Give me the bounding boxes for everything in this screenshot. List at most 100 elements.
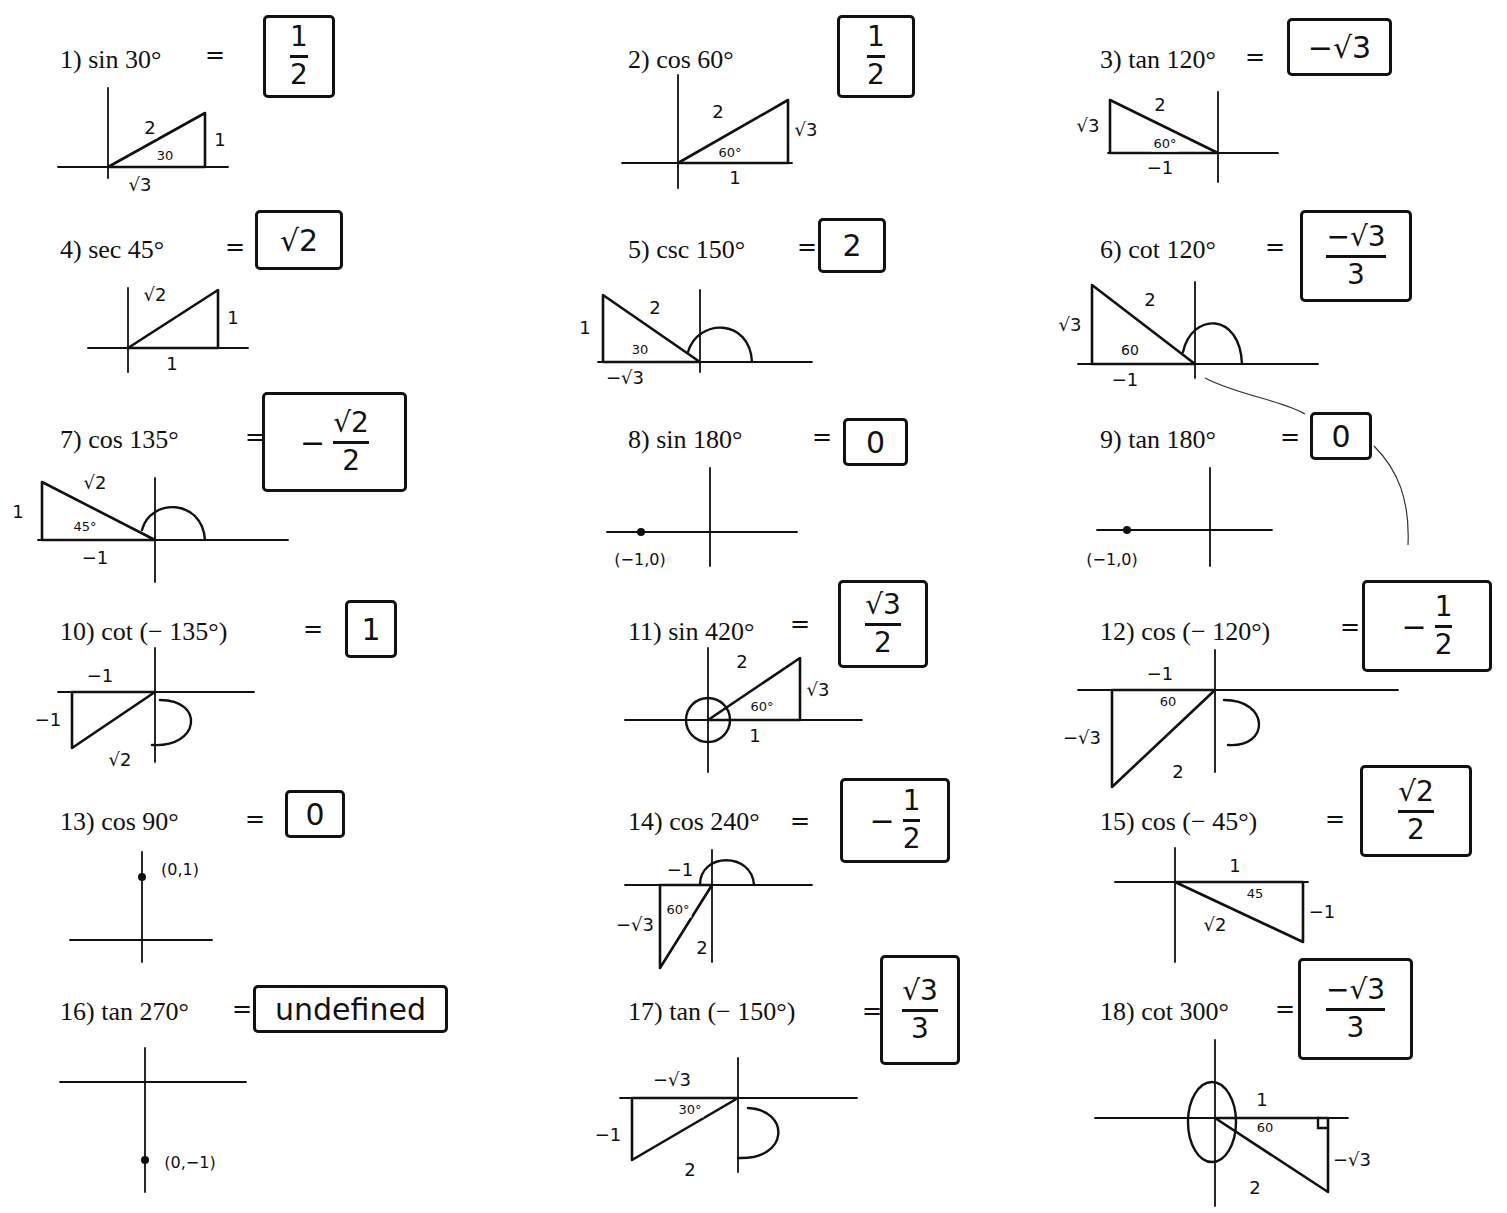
reference-triangle	[708, 658, 800, 720]
answer-box: √32	[838, 580, 928, 668]
answer-text: −	[870, 804, 895, 837]
side-label: 1	[225, 308, 240, 329]
answer-text: √3	[865, 590, 901, 621]
side-label: √2	[107, 750, 134, 771]
answer-text: 3	[911, 1014, 929, 1045]
side-label: 2	[142, 118, 157, 139]
problem-prompt: 3) tan 120°	[1100, 45, 1216, 75]
equals-sign: =	[232, 996, 252, 1024]
answer-text: −	[1402, 610, 1427, 643]
axes	[625, 648, 862, 772]
side-label: 1	[212, 130, 227, 151]
side-label: 2	[710, 102, 725, 123]
answer-text: 1	[1435, 592, 1453, 623]
axes	[622, 75, 792, 188]
side-label: 60°	[664, 903, 691, 918]
signed-fraction: −√22	[300, 408, 369, 477]
rotation-circle	[686, 698, 730, 742]
answer-box: 0	[843, 418, 908, 466]
answer-text: 2	[1435, 630, 1453, 661]
answer-text: −	[300, 426, 325, 459]
answer-box: √22	[1360, 765, 1472, 857]
side-label: −√3	[1331, 1150, 1373, 1171]
side-label: −√3	[614, 915, 656, 936]
side-label: 45	[1245, 887, 1266, 902]
problem-prompt: 15) cos (− 45°)	[1100, 807, 1257, 837]
angle-arc	[700, 860, 754, 885]
side-label: −1	[1145, 664, 1176, 685]
answer-text: 1	[903, 786, 921, 817]
axes	[38, 478, 288, 582]
side-label: −√3	[651, 1070, 693, 1091]
problem-prompt: 17) tan (− 150°)	[628, 997, 795, 1027]
axes	[1115, 848, 1308, 962]
answer-text: 3	[1347, 260, 1365, 291]
side-label: √3	[1075, 116, 1102, 137]
fraction: 12	[290, 22, 308, 91]
equals-sign: =	[1280, 424, 1300, 452]
fraction-bar	[865, 623, 901, 626]
side-label: 60	[1119, 342, 1141, 358]
angle-arc	[1224, 700, 1259, 745]
answer-text: 2	[842, 229, 861, 262]
answer-text: undefined	[275, 993, 426, 1026]
reference-triangle	[1175, 882, 1303, 942]
side-label: −√3	[604, 368, 646, 389]
answer-text: 1	[867, 22, 885, 53]
side-label: 2	[1152, 95, 1167, 116]
side-label: 2	[1170, 762, 1185, 783]
side-label: 60	[1255, 1121, 1276, 1136]
fraction-bar	[902, 1009, 938, 1012]
equals-sign: =	[812, 424, 832, 452]
side-label: −1	[80, 548, 111, 569]
point-group	[138, 526, 1131, 1164]
problem-prompt: 1) sin 30°	[60, 45, 161, 75]
reference-triangle	[660, 885, 712, 968]
problem-prompt: 6) cot 120°	[1100, 235, 1216, 265]
angle-arc	[738, 1108, 778, 1158]
equals-sign: =	[1265, 234, 1285, 262]
side-label: −1	[665, 860, 696, 881]
fraction: 12	[903, 786, 921, 855]
stray-mark-group	[1205, 378, 1408, 545]
fraction-bar	[333, 441, 369, 444]
equals-sign: =	[1245, 44, 1265, 72]
answer-box: −√33	[1300, 210, 1412, 302]
side-label: 1	[1254, 1090, 1269, 1111]
point-dot	[141, 1156, 149, 1164]
side-label: 2	[647, 298, 662, 319]
side-label: 2	[682, 1160, 697, 1181]
answer-text: 2	[1407, 815, 1425, 846]
side-label: 1	[577, 318, 592, 339]
axes	[1108, 92, 1278, 182]
answer-text: 2	[874, 628, 892, 659]
equals-sign: =	[225, 234, 245, 262]
reference-triangle	[108, 113, 205, 167]
side-label: √3	[793, 120, 820, 141]
side-label: √3	[127, 175, 154, 196]
answer-text: √3	[902, 976, 938, 1007]
answer-text: 3	[1347, 1013, 1365, 1044]
answer-text: −√3	[1308, 31, 1371, 64]
rotation-circle	[1188, 1082, 1236, 1162]
side-label: √2	[1202, 915, 1229, 936]
problem-prompt: 2) cos 60°	[628, 45, 734, 75]
fraction: √22	[333, 408, 369, 477]
axes	[60, 1048, 246, 1192]
fraction-bar	[1435, 625, 1453, 628]
reference-triangle	[678, 100, 788, 163]
side-label: 1	[1227, 856, 1242, 877]
problem-prompt: 12) cos (− 120°)	[1100, 617, 1270, 647]
answer-box: 12	[837, 15, 915, 98]
answer-text: 0	[1331, 420, 1350, 453]
side-label: −1	[1145, 158, 1176, 179]
side-label: 30	[630, 343, 651, 358]
reference-triangle	[72, 692, 155, 748]
equals-sign: =	[797, 234, 817, 262]
problem-prompt: 10) cot (− 135°)	[60, 617, 227, 647]
problem-prompt: 7) cos 135°	[60, 425, 179, 455]
equals-sign: =	[1275, 996, 1295, 1024]
stray-pen-line	[1205, 378, 1305, 414]
problem-prompt: 16) tan 270°	[60, 997, 189, 1027]
axes	[58, 648, 254, 762]
